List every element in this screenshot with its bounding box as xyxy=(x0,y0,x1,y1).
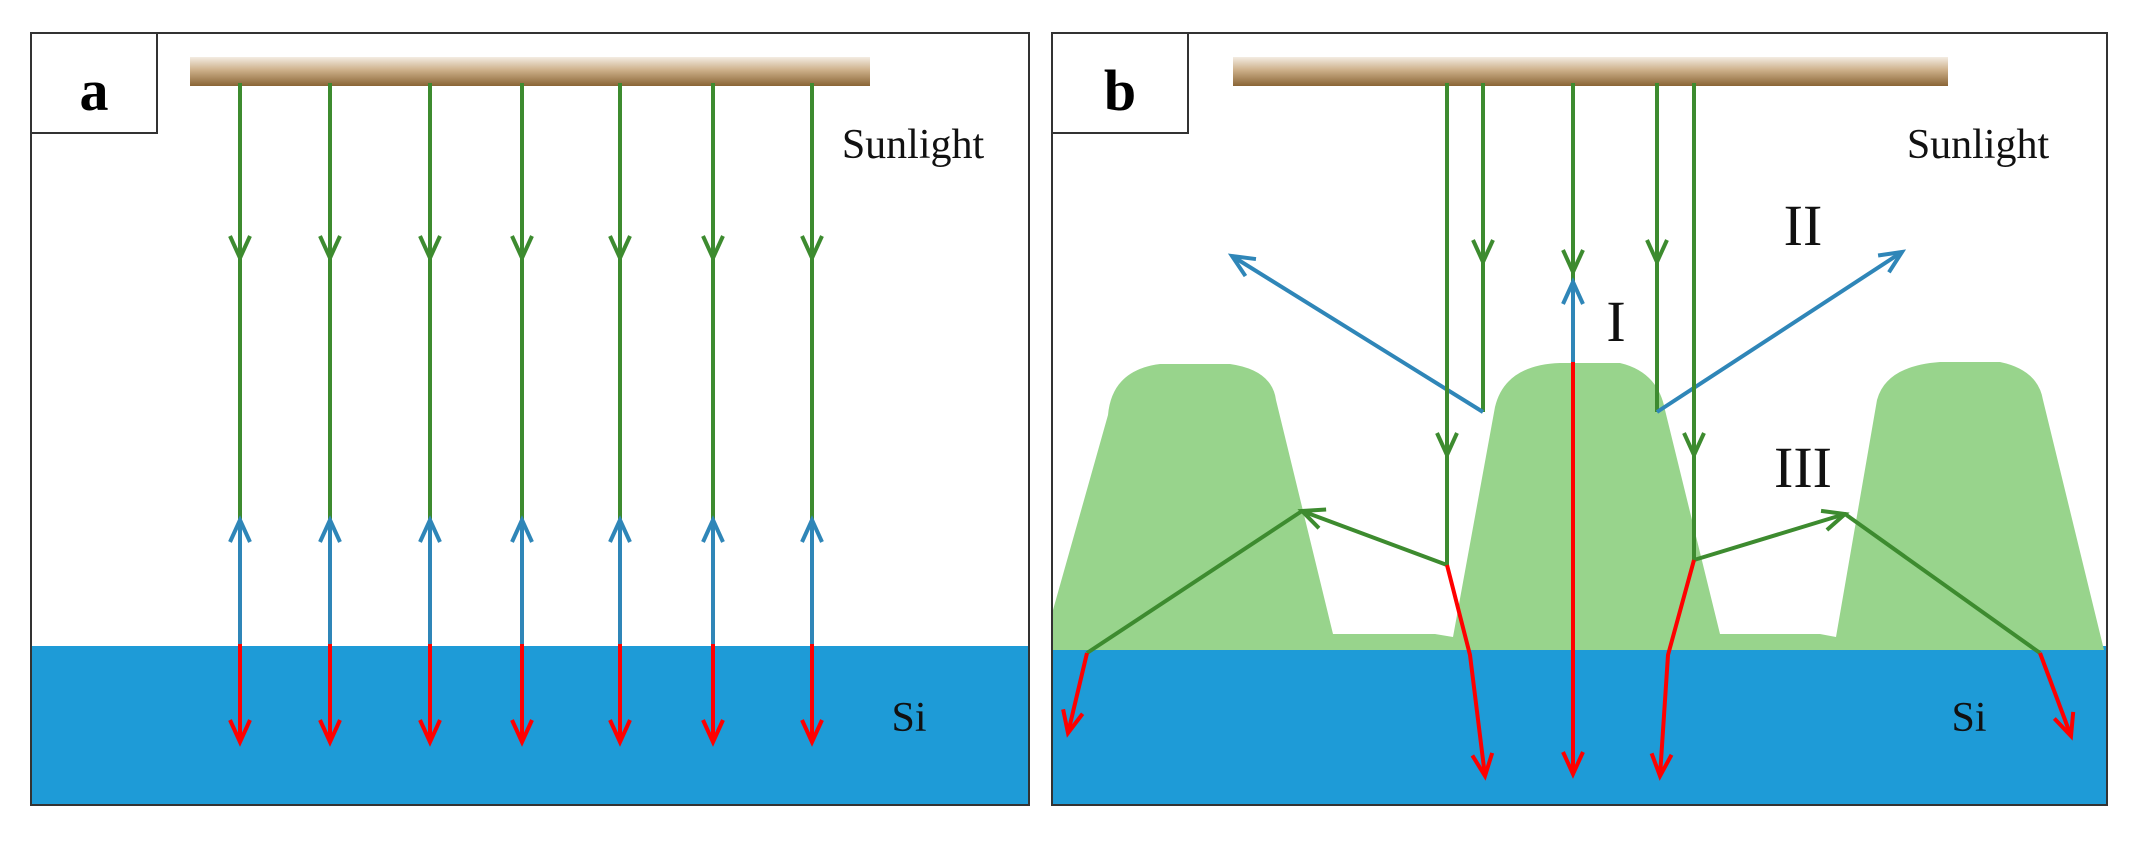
panel-b-transmitted-ray-4b xyxy=(1066,652,1089,734)
panel-b-reflected-ray-3-arrowhead xyxy=(1877,249,1907,274)
panel-b-incident-ray-5-arrowhead xyxy=(1682,432,1706,460)
panel-b-textured-layer xyxy=(1053,362,2104,650)
panel-a-transmitted-arrowhead-1 xyxy=(228,719,252,747)
panel-b-sunlight-source xyxy=(1233,57,1948,86)
panel-a-incident-arrowhead-2 xyxy=(318,235,342,263)
panel-b-transmitted-ray-5b xyxy=(2038,652,2073,737)
panel-b-transmitted-ray-4-arrowhead xyxy=(1470,752,1495,781)
panel-a-reflected-arrowhead-5 xyxy=(608,515,632,543)
panel-b-letter: b xyxy=(1104,58,1136,123)
panel-a-reflected-arrowhead-3 xyxy=(418,515,442,543)
panel-a-letter: a xyxy=(80,58,109,123)
panel-b-reflected-ray-5-arrowhead xyxy=(1820,508,1850,532)
region-label-iii: III xyxy=(1774,435,1832,500)
panel-a-sunlight-label: Sunlight xyxy=(842,122,985,168)
panel-b-label-box xyxy=(1051,32,1189,134)
panel-b-transmitted-ray-4 xyxy=(1445,564,1487,777)
region-label-i: I xyxy=(1606,289,1625,354)
panel-b-rays xyxy=(1061,83,2076,781)
panel-b-incident-ray-3-arrowhead xyxy=(1645,239,1669,267)
panel-b-transmitted-ray-5b-arrowhead xyxy=(2052,711,2076,741)
panel-a-transmitted-arrowhead-3 xyxy=(418,719,442,747)
panel-b-silicon-substrate xyxy=(1053,646,2106,804)
panel-a-reflected-arrowhead-2 xyxy=(318,515,342,543)
panel-b-incident-ray-4-arrowhead xyxy=(1435,432,1459,460)
panel-b-reflected-ray-4-arrowhead xyxy=(1297,507,1327,530)
panel-a-si-label: Si xyxy=(891,695,926,741)
region-label-ii: II xyxy=(1784,193,1823,258)
panel-a-incident-arrowhead-5 xyxy=(608,235,632,263)
panel-a-incident-arrowhead-4 xyxy=(510,235,534,263)
panel-a-rays xyxy=(228,83,824,747)
panel-b-transmitted-ray-5 xyxy=(1658,559,1696,777)
panel-a: a Sunlight Si xyxy=(30,32,1030,806)
panel-a-reflected-arrowhead-6 xyxy=(701,515,725,543)
panel-a-label-box xyxy=(30,32,158,134)
panel-a-transmitted-arrowhead-4 xyxy=(510,719,534,747)
panel-a-transmitted-arrowhead-5 xyxy=(608,719,632,747)
panel-a-incident-arrowhead-3 xyxy=(418,235,442,263)
panel-b-reflected-ray-2-arrowhead xyxy=(1561,277,1585,305)
panel-a-reflected-arrowhead-7 xyxy=(800,515,824,543)
panel-a-sunlight-source xyxy=(190,57,870,86)
panel-a-incident-arrowhead-7 xyxy=(800,235,824,263)
panel-a-incident-arrowhead-6 xyxy=(701,235,725,263)
panel-b-reflected-ray-1 xyxy=(1230,254,1485,414)
panel-b-si-label: Si xyxy=(1951,695,1986,741)
panel-b-transmitted-ray-2-arrowhead xyxy=(1561,751,1585,779)
panel-b-reflected-ray-1-arrowhead xyxy=(1227,253,1257,278)
panel-a-reflected-arrowhead-1 xyxy=(228,515,252,543)
panel-b-transmitted-ray-4b-arrowhead xyxy=(1061,708,1085,738)
panel-a-transmitted-arrowhead-2 xyxy=(318,719,342,747)
panel-b: b Sunlight Si I II III xyxy=(1051,32,2108,806)
panel-a-incident-arrowhead-1 xyxy=(228,235,252,263)
panel-a-transmitted-arrowhead-6 xyxy=(701,719,725,747)
panel-b-incident-ray-1-arrowhead xyxy=(1471,239,1495,267)
panel-a-transmitted-arrowhead-7 xyxy=(800,719,824,747)
panel-b-transmitted-ray-5-arrowhead xyxy=(1649,752,1674,781)
panel-a-reflected-arrowhead-4 xyxy=(510,515,534,543)
panel-b-sunlight-label: Sunlight xyxy=(1907,122,2050,168)
panel-b-incident-ray-2-arrowhead xyxy=(1561,249,1585,277)
panel-b-reflected-ray-3 xyxy=(1655,250,1904,414)
